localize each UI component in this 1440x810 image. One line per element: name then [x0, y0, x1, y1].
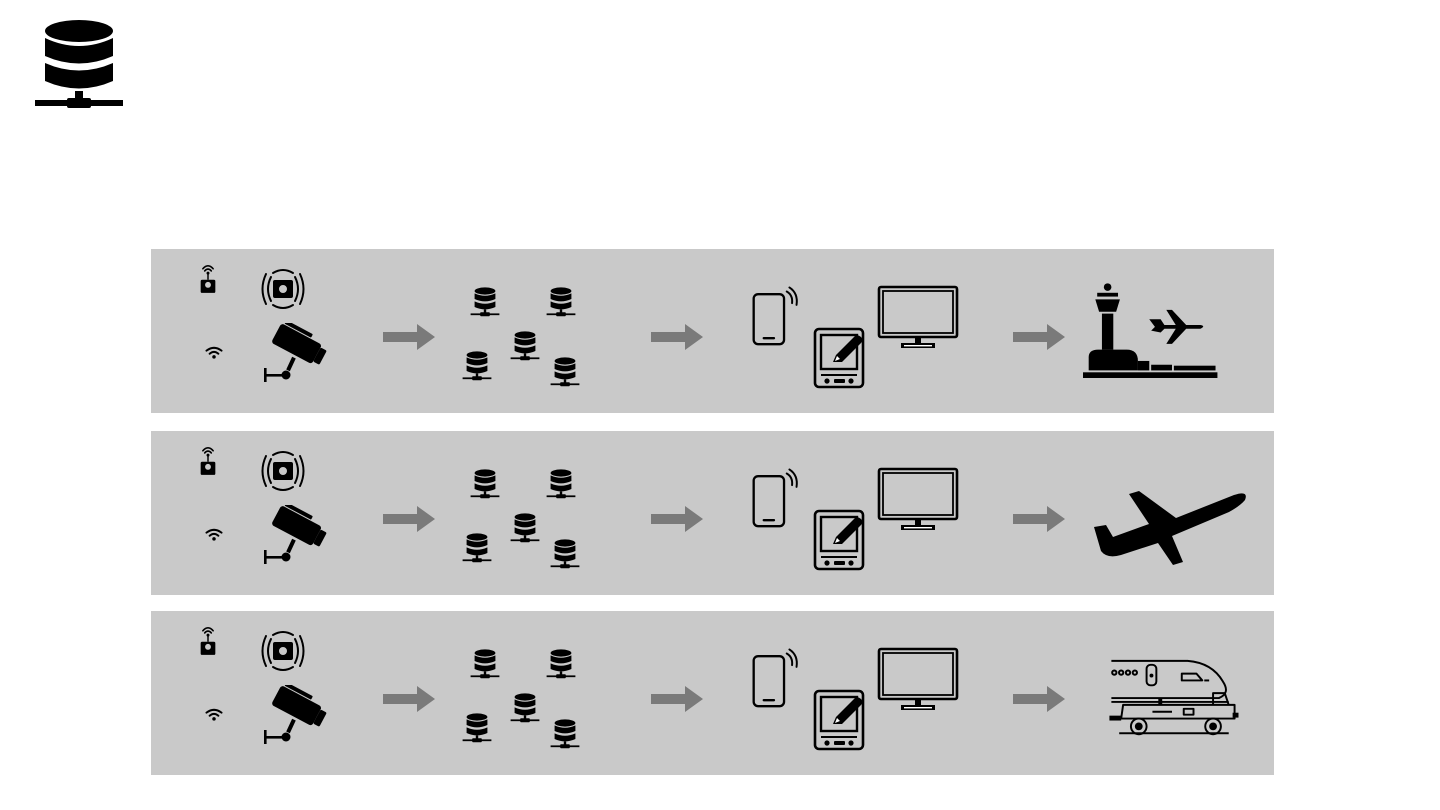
pipeline-row [151, 249, 1274, 413]
aircraft-tug-icon [1103, 656, 1241, 744]
pipeline-row [151, 611, 1274, 775]
application-group [151, 431, 1274, 595]
database-network-icon [35, 20, 123, 108]
airport-tower-icon [1083, 281, 1225, 386]
airplane-takeoff-icon [1089, 481, 1249, 571]
pipeline-row [151, 431, 1274, 595]
application-group [151, 611, 1274, 775]
application-group [151, 249, 1274, 413]
